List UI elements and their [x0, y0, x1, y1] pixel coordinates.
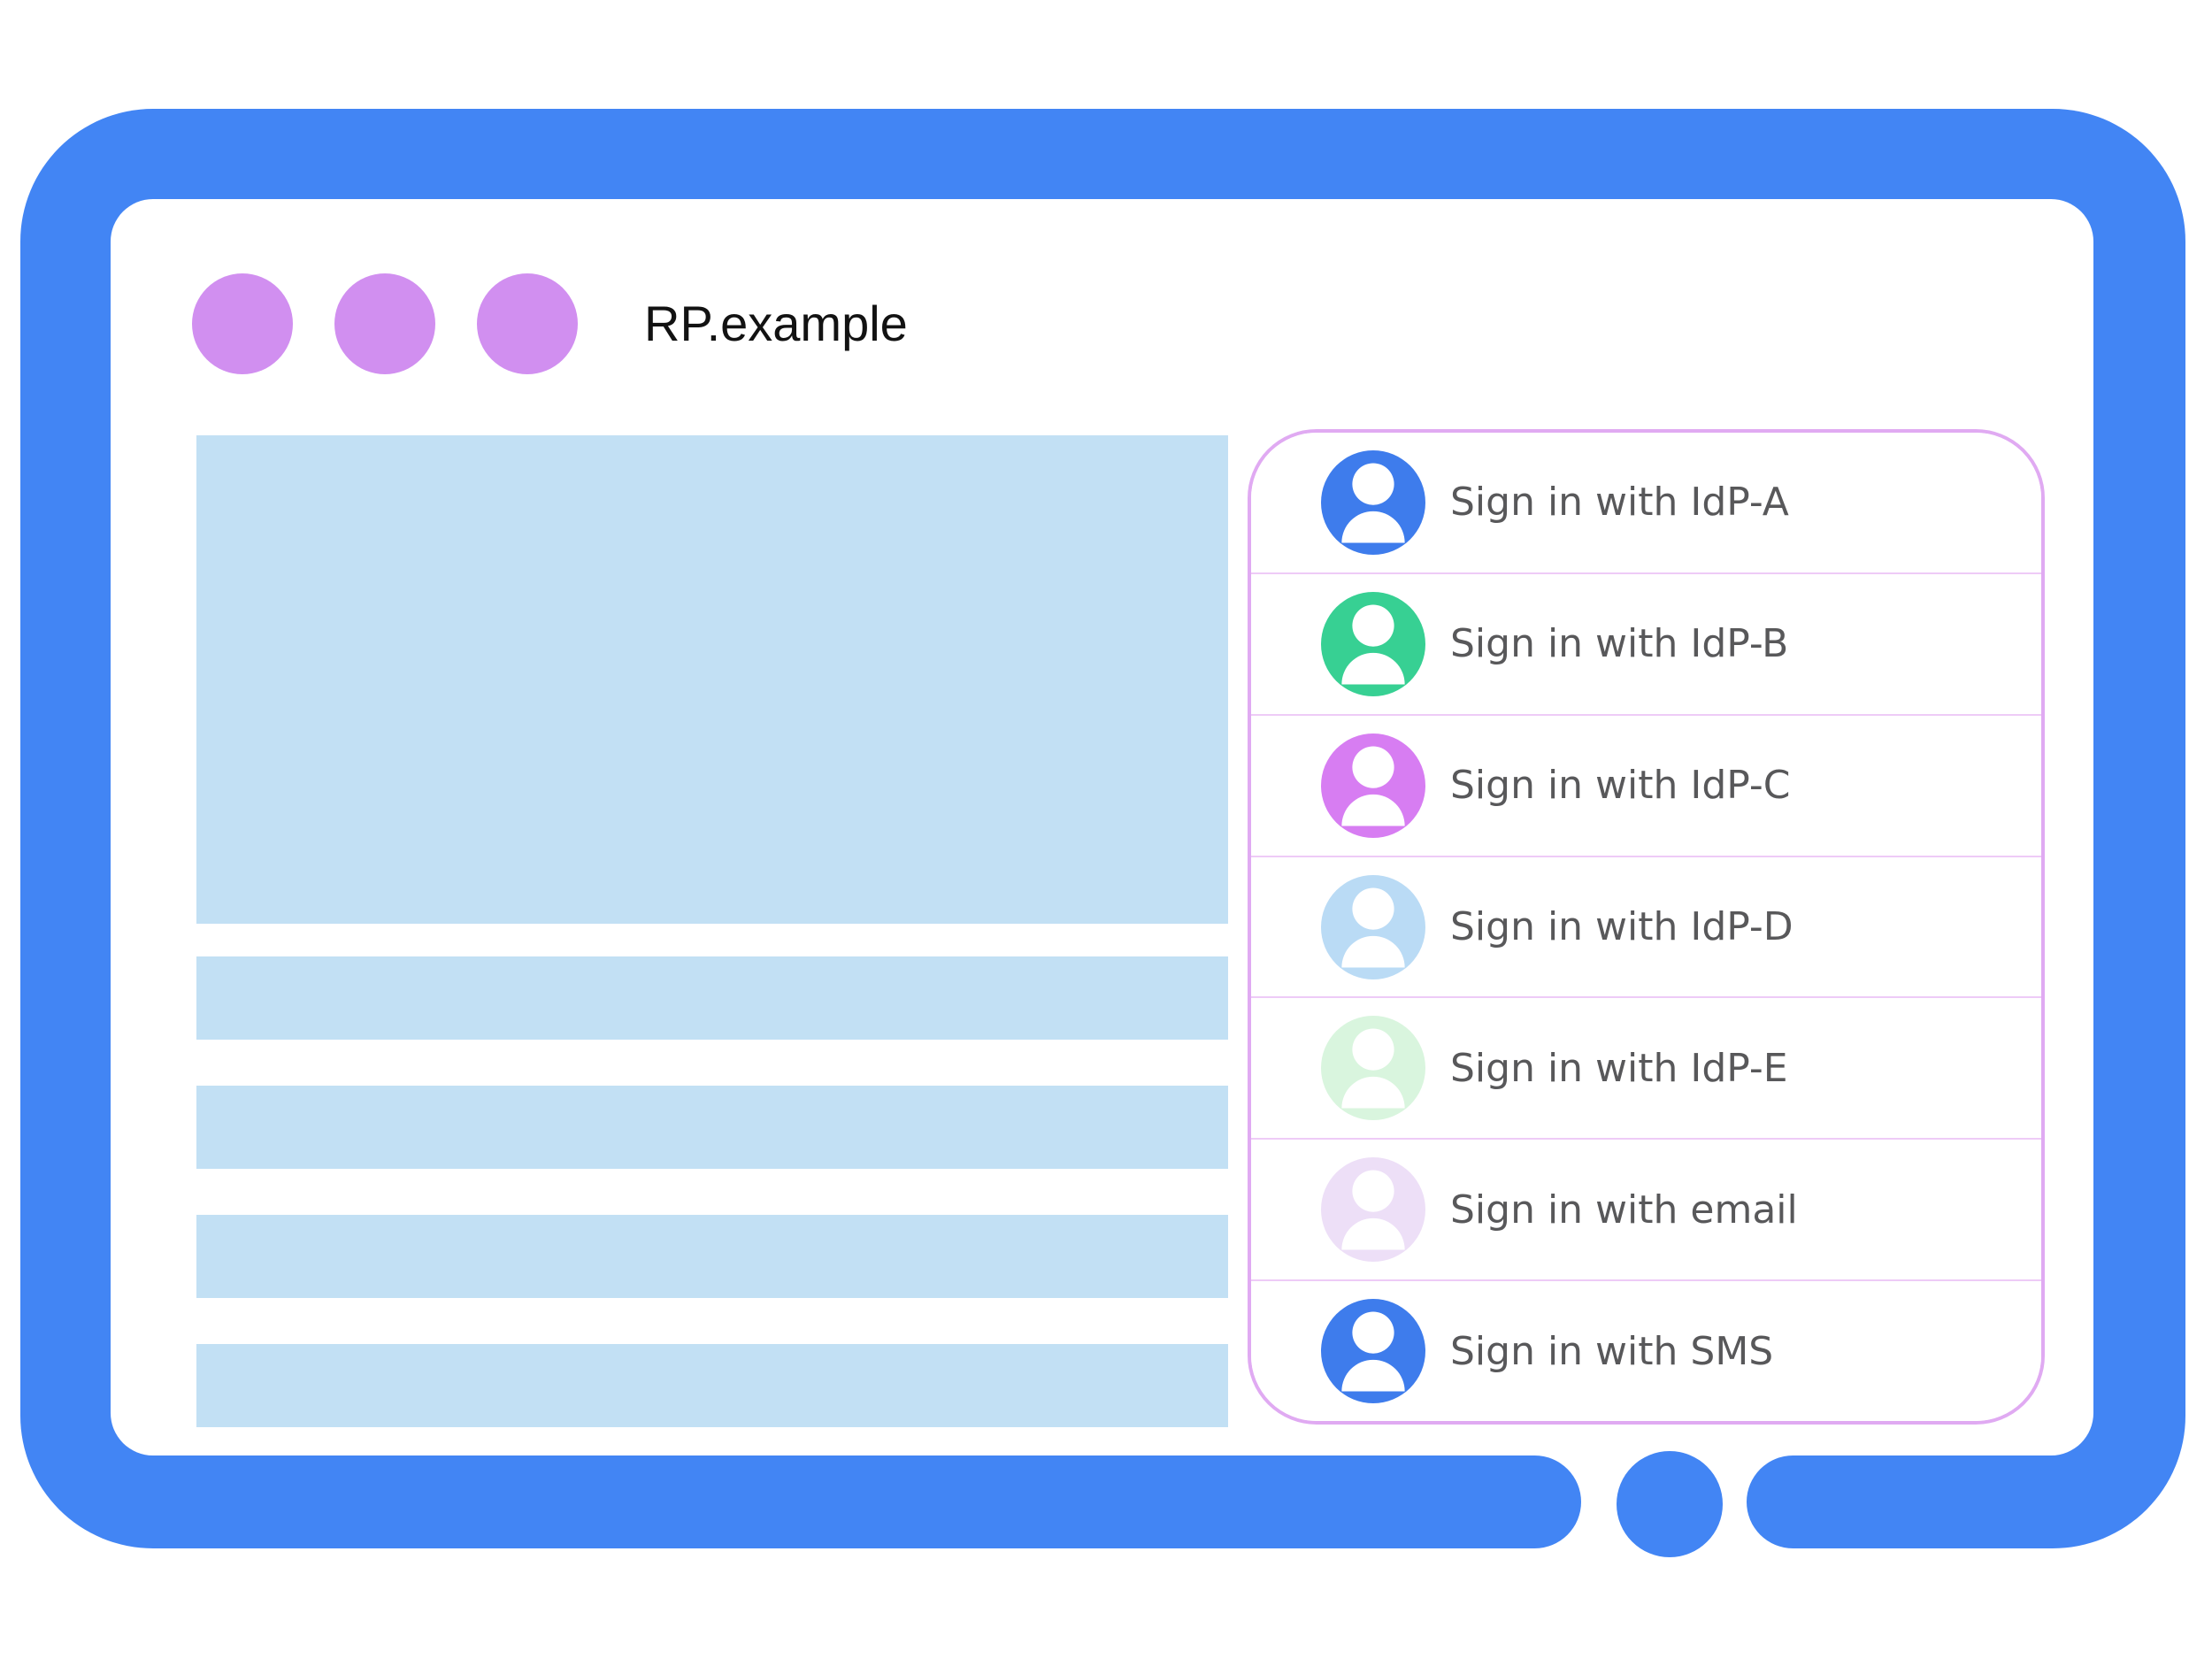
signin-option-label: Sign in with IdP-B: [1450, 621, 1789, 667]
page-title: RP.example: [644, 296, 908, 351]
person-avatar-icon: [1321, 1016, 1425, 1121]
home-button[interactable]: [1617, 1451, 1723, 1557]
signin-option-idp-b[interactable]: Sign in with IdP-B: [1251, 572, 2041, 714]
content-placeholder-hero: [196, 435, 1228, 924]
signin-option-label: Sign in with email: [1450, 1187, 1798, 1233]
signin-option-label: Sign in with IdP-D: [1450, 904, 1793, 949]
person-avatar-icon: [1321, 591, 1425, 696]
signin-option-idp-a[interactable]: Sign in with IdP-A: [1251, 433, 2041, 572]
signin-option-label: Sign in with SMS: [1450, 1328, 1774, 1374]
person-avatar-icon: [1321, 874, 1425, 979]
signin-option-email[interactable]: Sign in with email: [1251, 1138, 2041, 1280]
content-placeholder-line: [196, 1215, 1228, 1298]
content-placeholder-line: [196, 1086, 1228, 1169]
person-avatar-icon: [1321, 733, 1425, 838]
person-avatar-icon: [1321, 449, 1425, 555]
signin-option-sms[interactable]: Sign in with SMS: [1251, 1279, 2041, 1421]
window-control-dot-icon[interactable]: [477, 273, 578, 374]
signin-option-label: Sign in with IdP-C: [1450, 763, 1791, 809]
signin-option-label: Sign in with IdP-E: [1450, 1045, 1788, 1091]
signin-option-idp-d[interactable]: Sign in with IdP-D: [1251, 855, 2041, 997]
person-avatar-icon: [1321, 1299, 1425, 1404]
signin-chooser-panel: Sign in with IdP-A Sign in with IdP-B Si…: [1248, 429, 2045, 1425]
window-control-dot-icon[interactable]: [334, 273, 435, 374]
person-avatar-icon: [1321, 1157, 1425, 1263]
window-control-dot-icon[interactable]: [192, 273, 293, 374]
signin-option-idp-e[interactable]: Sign in with IdP-E: [1251, 996, 2041, 1139]
signin-option-idp-c[interactable]: Sign in with IdP-C: [1251, 713, 2041, 856]
signin-option-label: Sign in with IdP-A: [1450, 480, 1789, 526]
content-placeholder-line: [196, 956, 1228, 1040]
content-placeholder-line: [196, 1344, 1228, 1427]
